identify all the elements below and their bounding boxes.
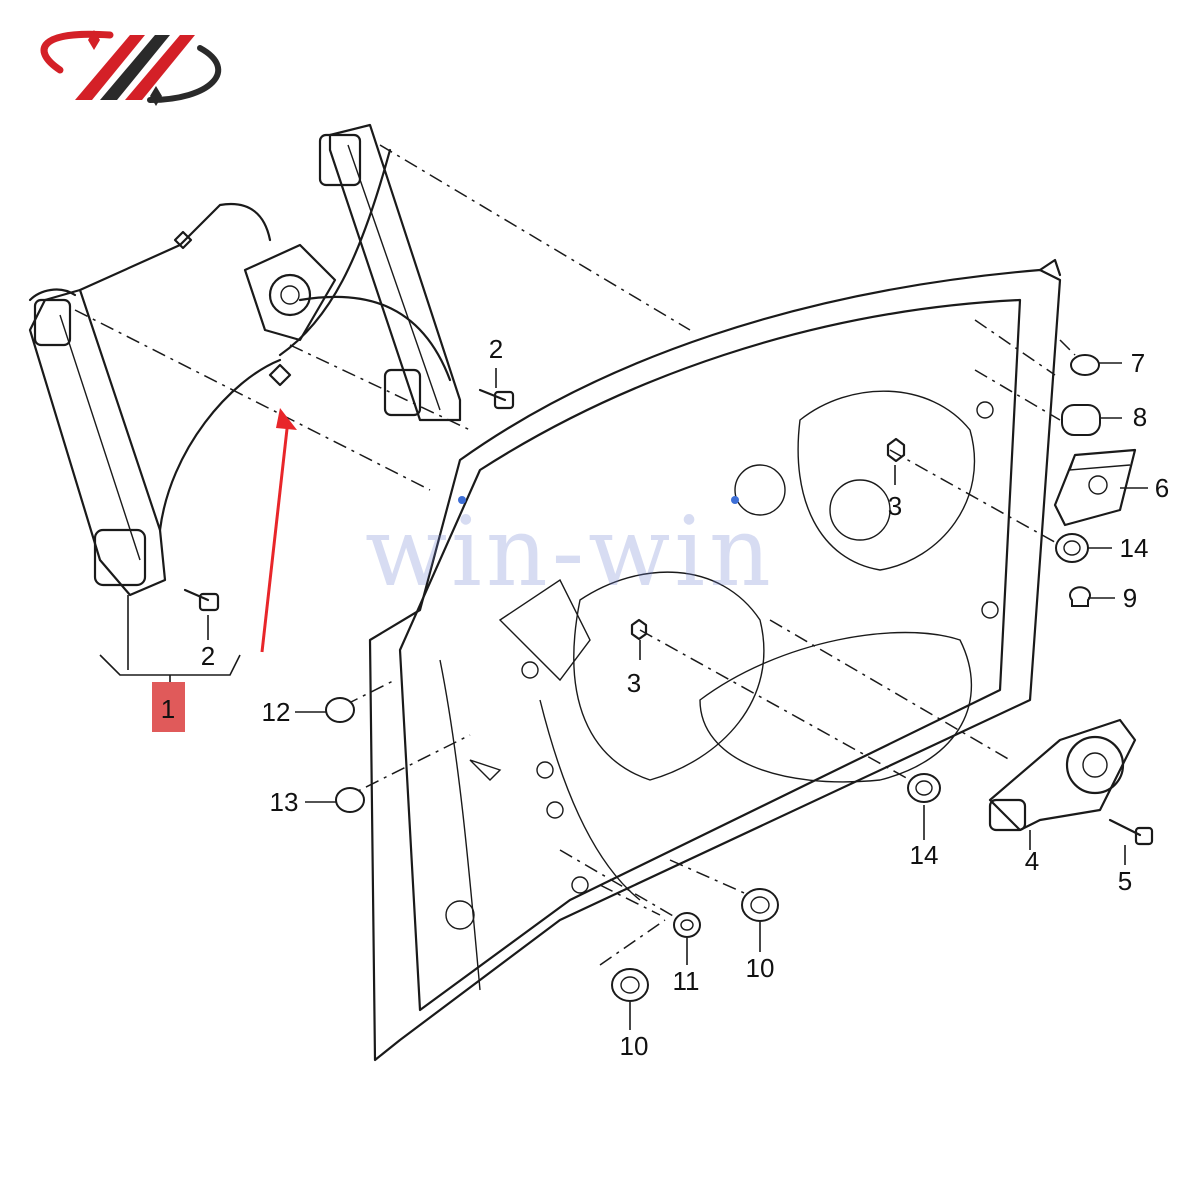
grommet-11 [673,912,701,938]
callout-2-lower: 2 [201,641,215,671]
bolt-2-lower [183,588,220,612]
watermark-text: win-win [365,496,775,608]
callout-4: 4 [1025,846,1039,876]
callout-labels: 1 2 2 3 3 4 5 6 7 8 9 10 10 11 12 13 14 … [152,334,1169,1061]
callout-14-lower: 14 [910,840,939,870]
callout-10-right: 10 [746,953,775,983]
brand-logo [40,30,222,106]
callout-10-bottom: 10 [620,1031,649,1061]
window-regulator [28,123,462,597]
plug-7 [1070,354,1100,376]
callout-14-right: 14 [1120,533,1149,563]
grommet-10b [611,968,649,1002]
callout-3-lower: 3 [627,668,641,698]
callout-12: 12 [262,697,291,727]
door-panel [368,258,1062,1062]
indicator-arrow [260,408,297,653]
assembly-lines [74,144,1076,966]
leader-lines [99,362,1148,1030]
callout-8: 8 [1133,402,1147,432]
callout-6: 6 [1155,473,1169,503]
plug-13 [335,787,365,813]
callout-13: 13 [270,787,299,817]
callout-11: 11 [673,966,700,996]
grommet-14a [1055,533,1089,563]
window-motor [988,718,1137,832]
motor-screw [1108,818,1154,846]
plug-8 [1061,404,1101,436]
control-unit [1053,448,1137,527]
grommet-14b [907,773,941,803]
grommet-10a [741,888,779,922]
callout-2-upper: 2 [489,334,503,364]
callout-1-highlight [152,682,185,732]
callout-1: 1 [161,694,175,724]
bolt-2-upper [478,388,515,410]
plug-12 [325,697,355,723]
nut-3-upper [886,437,906,463]
clip-9 [1069,586,1091,607]
nut-3-lower [630,618,648,641]
callout-7: 7 [1131,348,1145,378]
callout-3-upper: 3 [888,491,902,521]
callout-9: 9 [1123,583,1137,613]
callout-5: 5 [1118,866,1132,896]
